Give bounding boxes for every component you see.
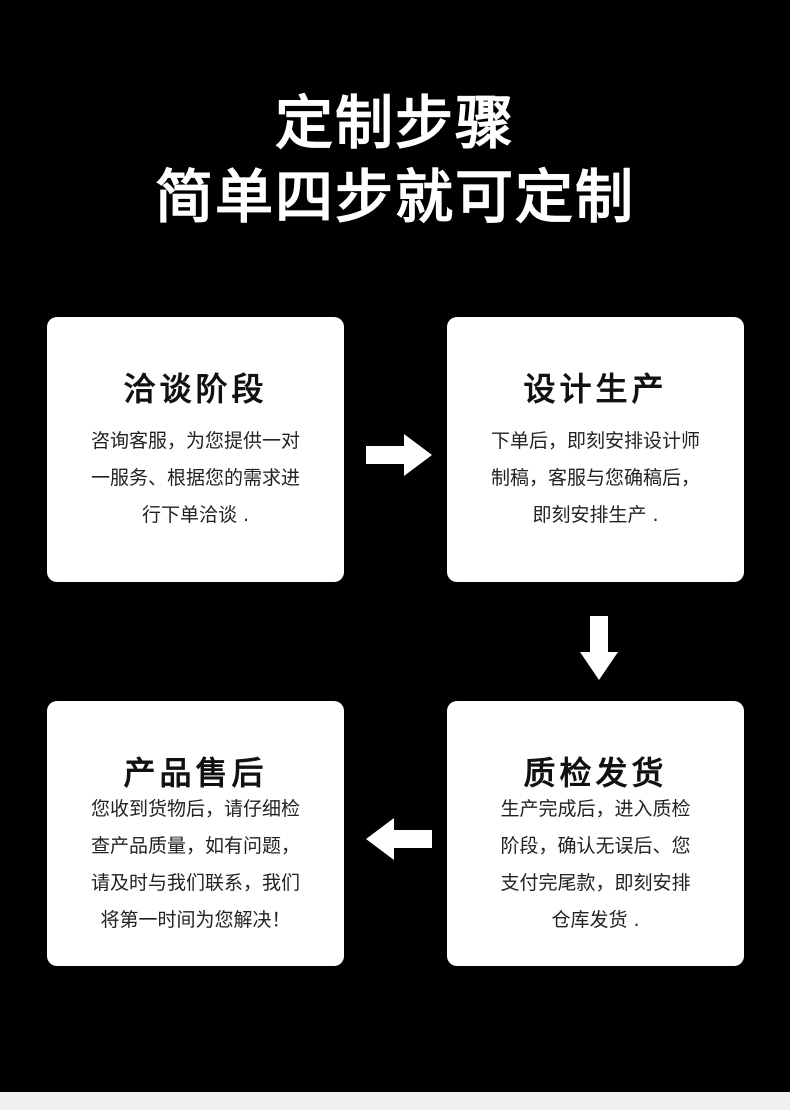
step-description-line: 制稿，客服与您确稿后， xyxy=(490,467,700,489)
step-title: 洽谈阶段 xyxy=(123,370,268,408)
step-card-after-sales: 产品售后 您收到货物后，请仔细检 查产品质量，如有问题， 请及时与我们联系，我们… xyxy=(47,701,344,966)
footer-strip xyxy=(0,1092,790,1110)
arrow-left-icon xyxy=(366,818,432,860)
arrow-down-icon xyxy=(580,616,618,680)
step-title: 质检发货 xyxy=(523,754,668,792)
step-description-line: 即刻安排生产 . xyxy=(532,504,659,526)
page-subtitle: 简单四步就可定制 xyxy=(154,163,635,231)
step-description-line: 生产完成后，进入质检 xyxy=(500,798,691,820)
step-description: 您收到货物后，请仔细检 查产品质量，如有问题， 请及时与我们联系，我们 将第一时… xyxy=(73,791,318,939)
step-title: 设计生产 xyxy=(523,370,668,408)
step-description-line: 下单后，即刻安排设计师 xyxy=(490,430,700,452)
step-card-negotiation: 洽谈阶段 咨询客服，为您提供一对 一服务、根据您的需求进 行下单洽谈 . xyxy=(47,317,344,582)
step-title: 产品售后 xyxy=(123,754,268,792)
step-description-line: 阶段，确认无误后、您 xyxy=(500,835,691,857)
step-description-line: 一服务、根据您的需求进 xyxy=(90,467,300,489)
step-description-line: 您收到货物后，请仔细检 xyxy=(90,798,300,820)
step-description-line: 仓库发货 . xyxy=(551,909,640,931)
step-description: 下单后，即刻安排设计师 制稿，客服与您确稿后， 即刻安排生产 . xyxy=(473,423,718,534)
step-description-line: 支付完尾款，即刻安排 xyxy=(500,872,691,894)
step-description-line: 咨询客服，为您提供一对 xyxy=(90,430,300,452)
step-description: 生产完成后，进入质检 阶段，确认无误后、您 支付完尾款，即刻安排 仓库发货 . xyxy=(473,791,718,939)
step-description-line: 行下单洽谈 . xyxy=(141,504,250,526)
step-description: 咨询客服，为您提供一对 一服务、根据您的需求进 行下单洽谈 . xyxy=(73,423,318,534)
step-description-line: 请及时与我们联系，我们 xyxy=(90,872,300,894)
page-title: 定制步骤 xyxy=(274,89,515,157)
step-description-line: 将第一时间为您解决！ xyxy=(100,909,291,931)
step-card-inspection-shipping: 质检发货 生产完成后，进入质检 阶段，确认无误后、您 支付完尾款，即刻安排 仓库… xyxy=(447,701,744,966)
step-description-line: 查产品质量，如有问题， xyxy=(90,835,300,857)
arrow-right-icon xyxy=(366,434,432,476)
step-card-design-production: 设计生产 下单后，即刻安排设计师 制稿，客服与您确稿后， 即刻安排生产 . xyxy=(447,317,744,582)
